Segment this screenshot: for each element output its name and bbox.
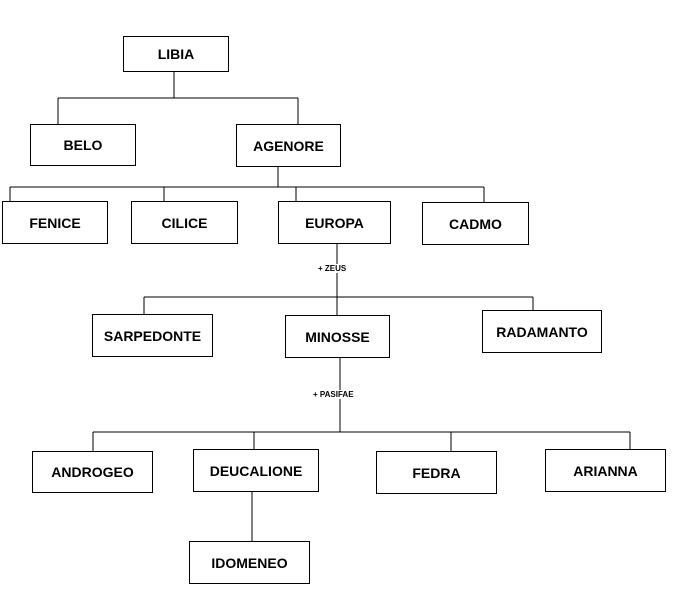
- node-androgeo: ANDROGEO: [32, 451, 153, 493]
- node-idomeneo: IDOMENEO: [189, 541, 310, 584]
- node-cilice: CILICE: [131, 201, 238, 244]
- node-sarpedonte: SARPEDONTE: [92, 314, 213, 357]
- node-belo: BELO: [30, 124, 136, 166]
- node-fedra: FEDRA: [376, 451, 497, 494]
- node-europa: EUROPA: [278, 201, 391, 244]
- node-agenore: AGENORE: [236, 124, 341, 167]
- node-libia: LIBIA: [123, 36, 229, 72]
- spouse-label-zeus: + ZEUS: [316, 264, 349, 273]
- node-radamanto: RADAMANTO: [482, 310, 602, 353]
- spouse-label-pasifae: + PASIFAE: [311, 390, 356, 399]
- node-fenice: FENICE: [2, 201, 108, 244]
- node-deucalione: DEUCALIONE: [193, 449, 319, 492]
- node-minosse: MINOSSE: [285, 315, 390, 358]
- node-cadmo: CADMO: [422, 202, 529, 245]
- node-arianna: ARIANNA: [545, 449, 666, 492]
